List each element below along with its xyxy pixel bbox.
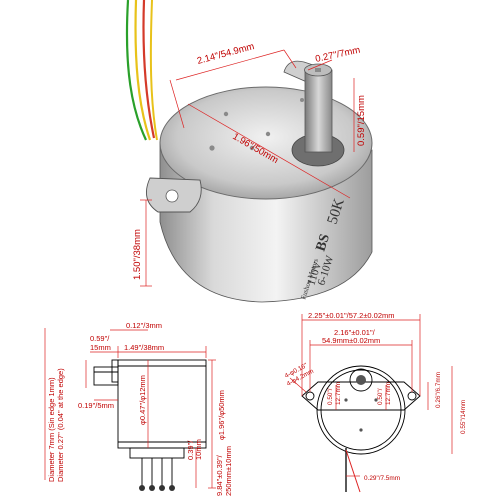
side-dim-shaft-dia: φ0.47"/φ12mm xyxy=(138,375,147,425)
front-dim-right-tall: 0.55"/14mm xyxy=(460,400,467,434)
cover-rivets xyxy=(209,98,304,151)
photo-dimension-lines xyxy=(140,49,355,287)
front-dim-hole-pitch-b: 54.9mm±0.02mm xyxy=(322,336,380,345)
dim-body-height: 1.50"/38mm xyxy=(132,229,143,280)
side-dim-pin-len-a: 0.39"/ xyxy=(186,440,195,460)
side-dim-shaft-offset: 0.12"/3mm xyxy=(126,321,162,330)
motor-photo: 50K BS 110V 6-10W Fushou Motors 2.14"/54… xyxy=(125,0,373,303)
dim-shaft-length: 0.59"/15mm xyxy=(356,95,367,146)
dim-shaft-width: 0.27"/7mm xyxy=(314,45,361,65)
side-dim-body-dia: φ1.96"/φ50mm xyxy=(217,390,226,440)
side-dim-body-len: 1.49"/38mm xyxy=(124,343,164,352)
front-dim-overall: 2.25"±0.01"/57.2±0.02mm xyxy=(308,311,395,320)
terminal-pins xyxy=(129,447,185,491)
side-dim-pin-len-b: 10mm xyxy=(194,439,203,460)
front-dim-hole-pitch-a: 2.16"±0.01"/ xyxy=(334,328,376,337)
side-dim-shaft-len-b: 15mm xyxy=(90,343,111,352)
front-dim-offset-left-a: 0.50"/ xyxy=(327,388,334,405)
lead-wires xyxy=(125,0,158,141)
side-dim-shaft-len-a: 0.59"/ xyxy=(90,334,110,343)
front-dim-offset-right-a: 0.50"/ xyxy=(377,388,384,405)
front-dim-right-small: 0.26"/6.7mm xyxy=(435,372,442,408)
dim-top-length: 2.14"/54.9mm xyxy=(196,41,256,67)
output-shaft xyxy=(304,69,333,153)
side-dim-wire-len-b: 250mm±10mm xyxy=(224,446,233,496)
side-dim-diameter-in: Diameter 0.27" (0.04" at the edge) xyxy=(56,368,65,482)
label-line-1: 50K xyxy=(325,197,348,227)
label-line-2: BS xyxy=(314,232,334,253)
side-dim-wire-len-a: 9.84"±0.39"/ xyxy=(215,454,224,496)
front-dim-bottom: 0.29"/7.5mm xyxy=(364,475,400,482)
front-dim-offset-right-b: 12.7mm xyxy=(385,382,392,405)
side-dim-diameter-mm: Diameter 7mm (Sin edge 1mm) xyxy=(47,377,56,482)
side-view-drawing: Diameter 7mm (Sin edge 1mm) Diameter 0.2… xyxy=(44,321,233,496)
front-view-drawing: 2.25"±0.01"/57.2±0.02mm 2.16"±0.01"/ 54.… xyxy=(284,311,467,493)
side-dim-flat-width: 0.19"/5mm xyxy=(78,401,114,410)
front-dim-offset-left-b: 12.7mm xyxy=(335,382,342,405)
